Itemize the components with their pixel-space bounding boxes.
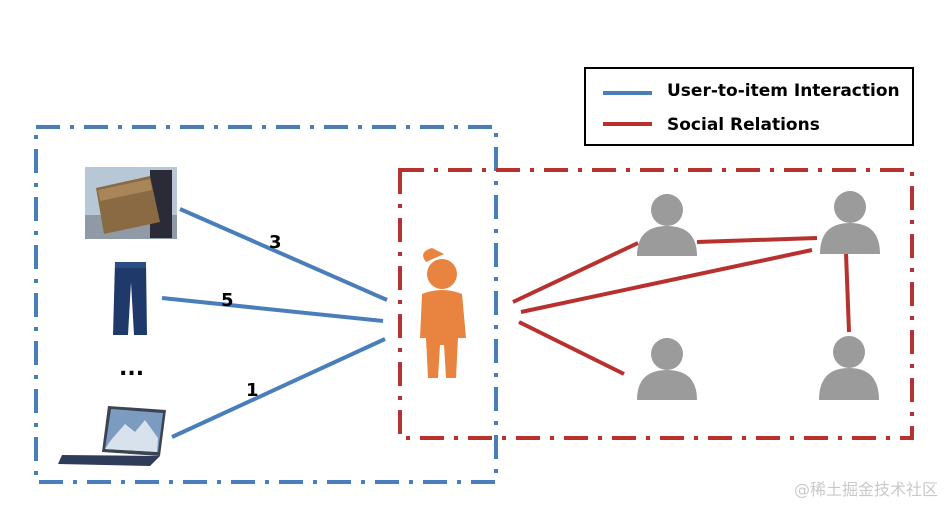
laptop-icon (58, 455, 160, 466)
social-edges (512, 236, 851, 376)
legend: User-to-item Interaction Social Relation… (584, 67, 914, 146)
rating-label-laptop: 1 (246, 380, 259, 401)
friend-icon-4 (819, 336, 879, 400)
item-laptop (58, 406, 166, 466)
friend-icon-3 (637, 338, 697, 400)
friend2-head (834, 191, 866, 223)
jeans-waistband (115, 262, 146, 268)
user-raised-arm (423, 248, 444, 262)
legend-social-label: Social Relations (667, 115, 820, 135)
edge-friend2-friend4 (844, 252, 851, 333)
legend-box (584, 67, 914, 146)
rating-label-jeans: 5 (221, 290, 234, 311)
edge-bag-user (179, 207, 388, 302)
bag-flap (98, 179, 152, 201)
friend4-body (819, 368, 879, 400)
items-ellipsis: ... (119, 356, 144, 381)
item-bag (85, 167, 177, 239)
friend1-body (637, 226, 697, 256)
watermark: @稀土掘金技术社区 (793, 480, 938, 499)
friend3-body (637, 370, 697, 400)
edge-user-friend3 (518, 320, 625, 376)
edge-user-friend1 (512, 241, 639, 304)
target-user-icon (420, 248, 466, 378)
user-head (427, 259, 457, 289)
laptop-screen-mountains (105, 420, 158, 452)
friend-icon-1 (637, 194, 697, 256)
friend2-body (820, 223, 880, 254)
interaction-edges: 3 5 1 (161, 207, 388, 439)
edge-friend1-friend2 (696, 236, 818, 244)
social-group-box (398, 168, 914, 440)
edge-user-friend2 (520, 248, 813, 314)
user-body (420, 290, 466, 378)
edge-jeans-user (161, 296, 384, 323)
rating-label-bag: 3 (269, 232, 282, 253)
items-group-box (34, 125, 498, 484)
jeans-icon (113, 262, 147, 335)
friend3-head (651, 338, 683, 370)
edge-laptop-user (171, 337, 386, 439)
friend1-head (651, 194, 683, 226)
legend-interaction-label: User-to-item Interaction (667, 81, 900, 101)
item-jeans (113, 262, 147, 335)
friend4-head (833, 336, 865, 368)
friend-icon-2 (820, 191, 880, 254)
